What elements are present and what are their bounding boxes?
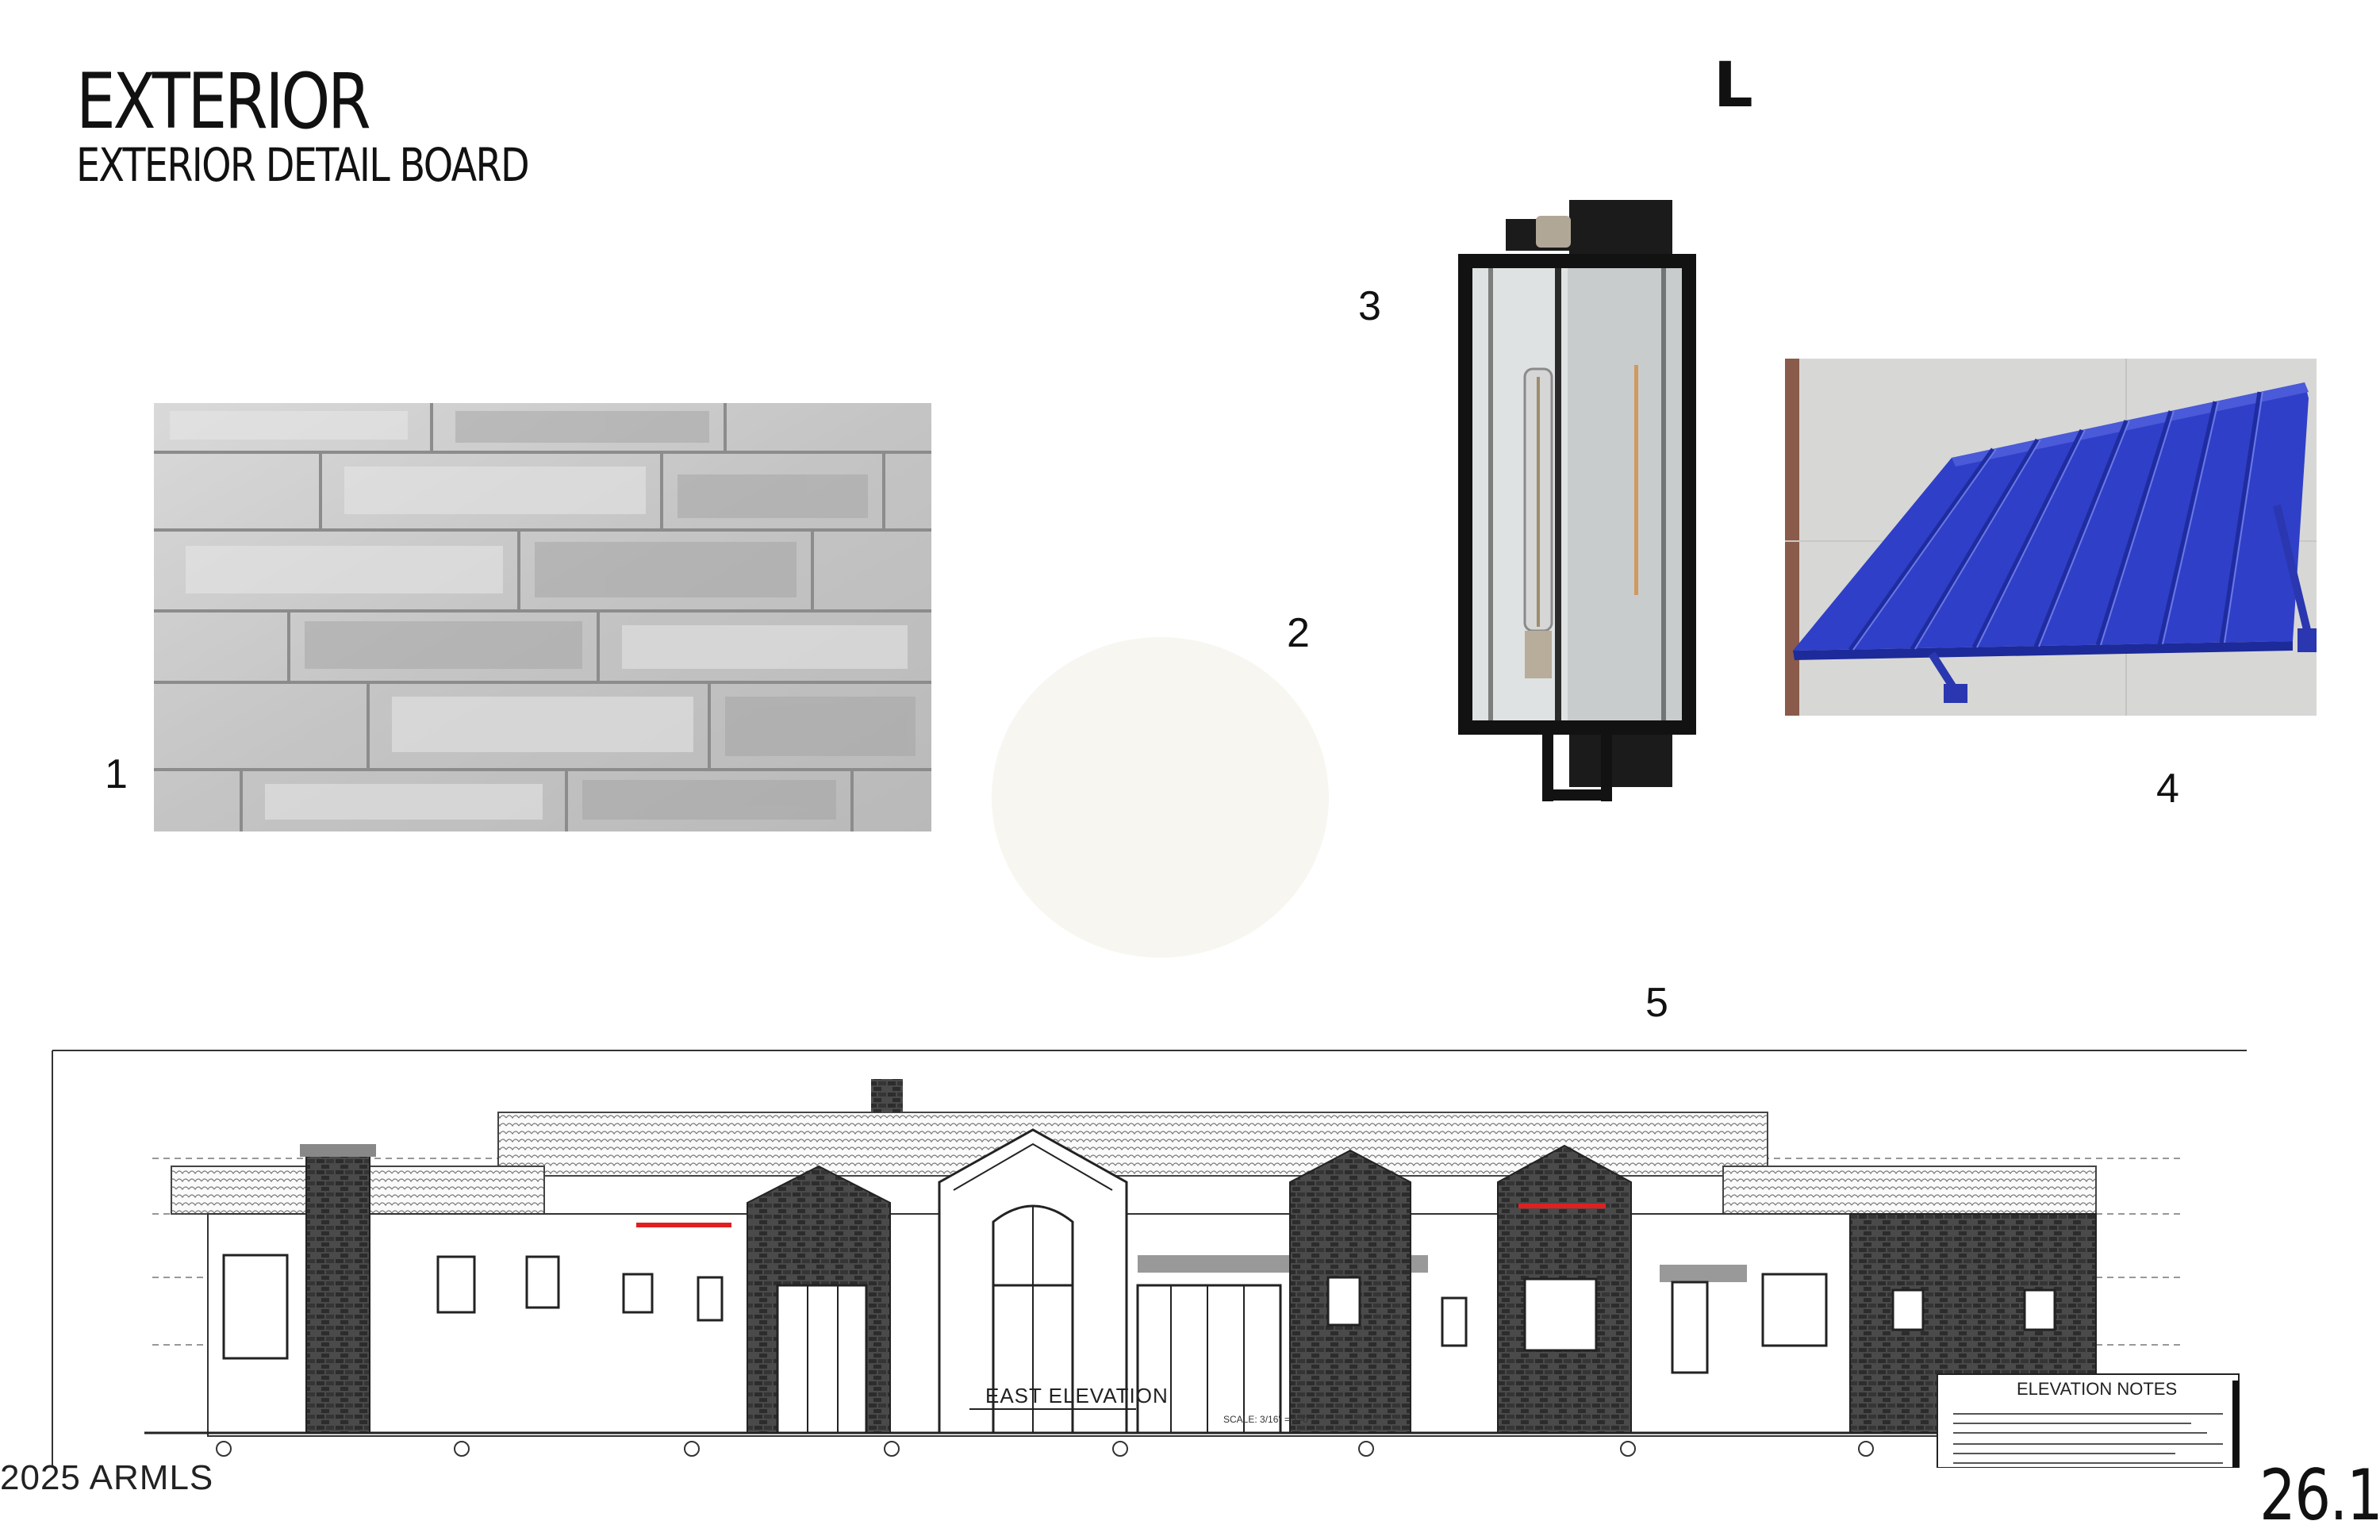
- item-number-4: 4: [2156, 766, 2179, 812]
- east-elevation-drawing: EAST ELEVATION SCALE: 3/16" = 1'-0" ELEV…: [49, 1047, 2247, 1469]
- elevation-notes-title: ELEVATION NOTES: [2017, 1379, 2178, 1399]
- copyright-text: 2025 ARMLS: [0, 1458, 214, 1497]
- metal-awning-image: [1785, 359, 2317, 716]
- lantern-sconce-image: [1442, 198, 1712, 801]
- metal-awning-icon: [1785, 359, 2317, 716]
- drawing-title: EAST ELEVATION: [985, 1384, 1169, 1408]
- stone-veneer-image: [154, 403, 931, 831]
- page-subtitle: EXTERIOR DETAIL BOARD: [76, 138, 530, 192]
- item-number-1: 1: [105, 751, 128, 797]
- item-number-5: 5: [1645, 980, 1668, 1026]
- page-title: EXTERIOR: [76, 57, 371, 146]
- lantern-sconce-icon: [1458, 200, 1696, 801]
- item-number-2: 2: [1287, 610, 1310, 656]
- drawing-scale: SCALE: 3/16" = 1'-0": [1223, 1414, 1312, 1425]
- page-number: 26.1: [2259, 1454, 2380, 1536]
- item-number-3: 3: [1358, 283, 1381, 329]
- paint-swatch: [992, 637, 1329, 958]
- elevation-linework: [52, 1050, 2247, 1469]
- stone-veneer-pattern: [154, 403, 931, 831]
- brand-logo: L: [1714, 50, 1753, 121]
